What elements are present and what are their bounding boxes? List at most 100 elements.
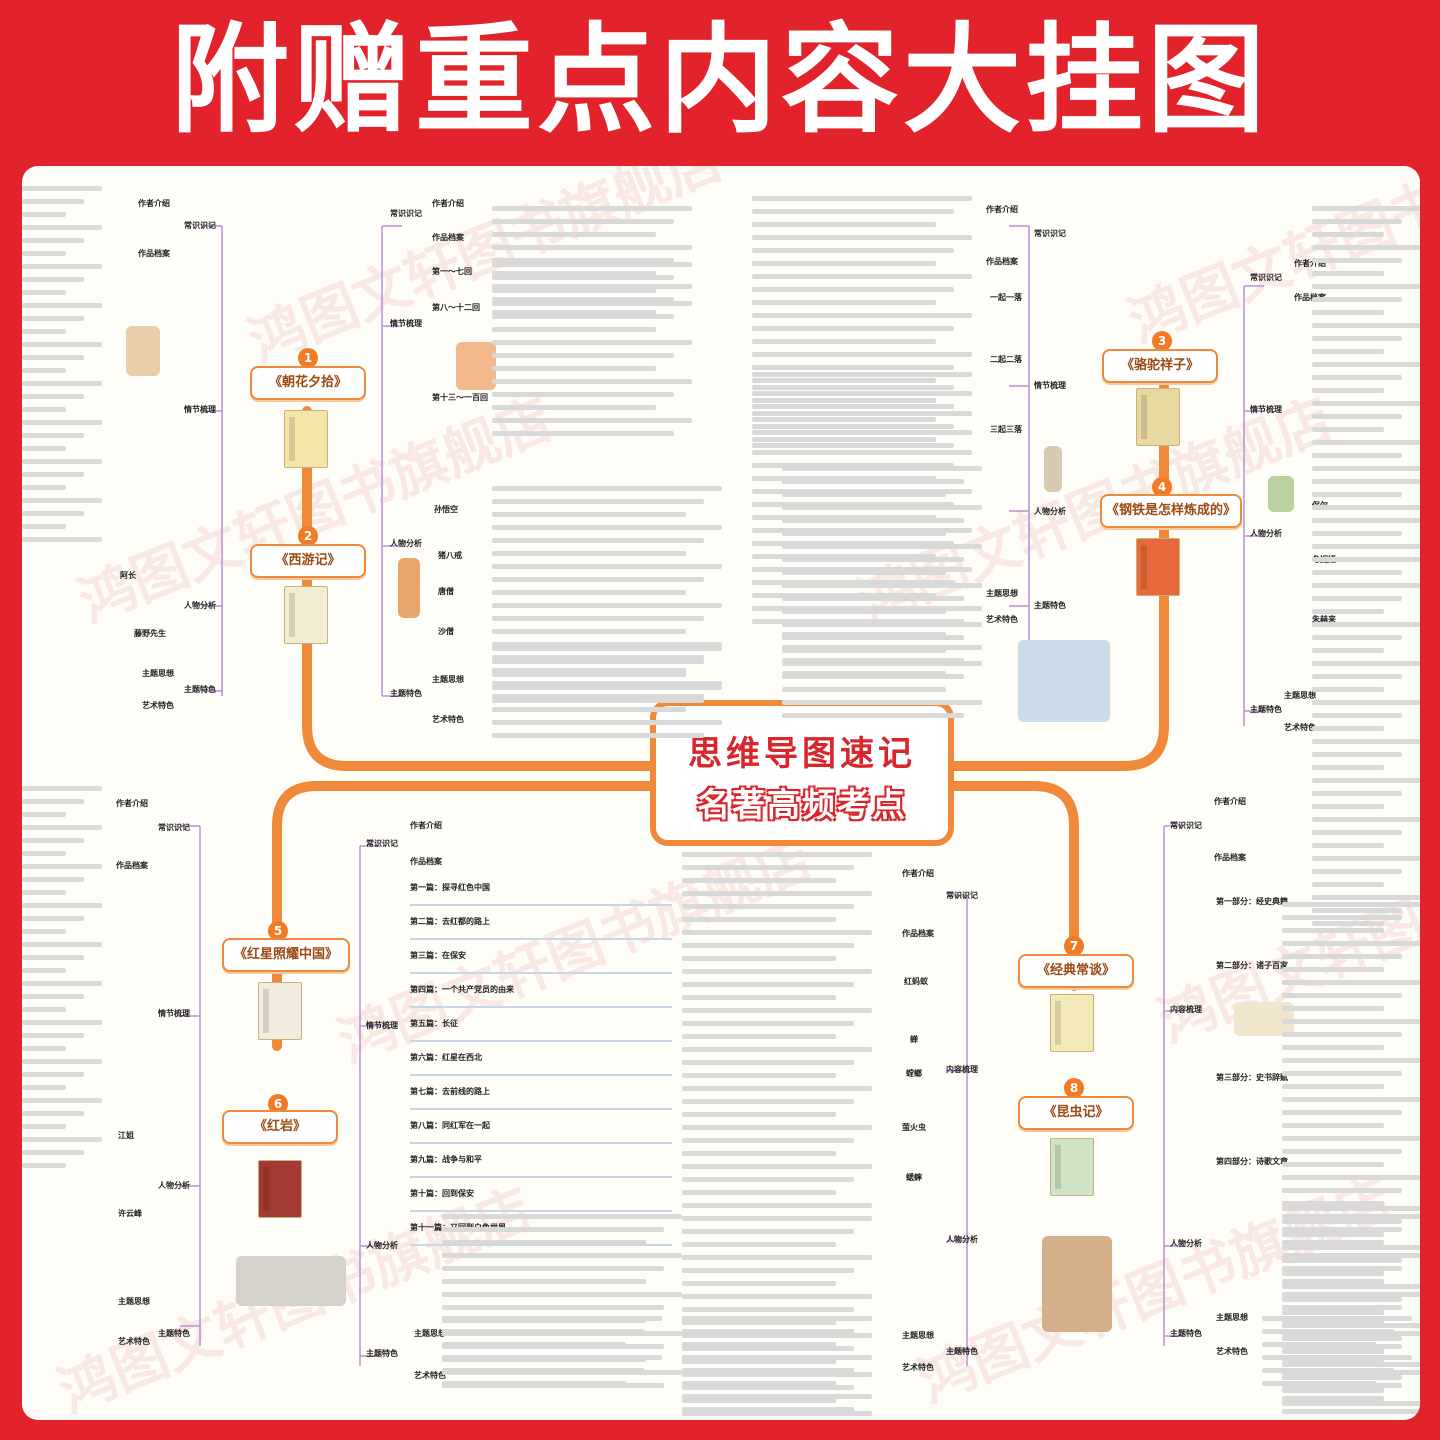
book-number-8: 8: [1064, 1078, 1084, 1098]
book-node-chaohuaxishi[interactable]: 《朝花夕拾》: [250, 366, 366, 400]
book-node-hongyan[interactable]: 《红岩》: [222, 1110, 338, 1144]
branch-label: 常识识记: [366, 839, 398, 848]
text-line: [1312, 687, 1384, 692]
text-line: [752, 411, 972, 416]
branch-label: 作品档案: [1214, 853, 1246, 862]
book-node-hongxing[interactable]: 《红星照耀中国》: [222, 938, 350, 972]
text-line: [1312, 583, 1420, 588]
text-line: [682, 852, 872, 857]
text-line: [782, 505, 982, 510]
content-part: 第三部分：史书辞赋: [1216, 1073, 1288, 1082]
character-name: 藤野先生: [134, 629, 166, 638]
text-line: [1282, 1232, 1384, 1237]
book-number-1: 1: [298, 348, 318, 368]
content-part: 第一部分：经史典籍: [1216, 897, 1288, 906]
text-line: [1312, 284, 1420, 289]
text-line: [1282, 1149, 1402, 1154]
mind-map-poster: 鸿图文轩图书旗舰店 鸿图文轩图书旗舰店 鸿图文轩图书旗舰店 鸿图文轩图书旗舰店 …: [22, 166, 1420, 1420]
text-line: [1282, 1227, 1402, 1232]
text-line: [492, 685, 722, 690]
text-line: [1282, 1045, 1384, 1050]
chapter-divider: [410, 1244, 672, 1246]
plot-stage: 三起三落: [990, 425, 1022, 434]
branch-label: 作者介绍: [432, 199, 464, 208]
text-line: [752, 554, 936, 559]
chapter-divider: [410, 1176, 672, 1178]
text-line: [22, 199, 84, 204]
branch-label: 主题思想: [142, 669, 174, 678]
branch-label: 主题特色: [946, 1347, 978, 1356]
text-line: [782, 619, 964, 624]
text-line: [782, 583, 982, 588]
text-line: [22, 290, 66, 295]
character-name: 许云峰: [118, 1209, 142, 1218]
text-line: [752, 430, 972, 435]
text-line: [492, 486, 722, 491]
branch-label: 人物分析: [184, 601, 216, 610]
book-number-7: 7: [1064, 936, 1084, 956]
text-line: [752, 378, 936, 383]
text-line: [752, 385, 954, 390]
text-line: [22, 485, 66, 490]
branch-label: 作品档案: [902, 929, 934, 938]
text-line: [782, 687, 946, 692]
text-line: [752, 450, 972, 455]
text-line: [1312, 349, 1384, 354]
tree-illustration: [1042, 1236, 1112, 1332]
text-line: [1312, 362, 1420, 367]
text-line: [1282, 1019, 1420, 1024]
text-line: [1312, 258, 1402, 263]
text-line: [22, 864, 102, 869]
text-line: [22, 890, 66, 895]
text-line: [752, 437, 936, 442]
portrait-illustration: [126, 326, 160, 376]
branch-label: 情节梳理: [390, 319, 422, 328]
book-node-kunchongji[interactable]: 《昆虫记》: [1018, 1096, 1134, 1130]
text-line: [1282, 1297, 1402, 1302]
branch-label: 作品档案: [116, 861, 148, 870]
chapter-item: 第十篇：回到保安: [410, 1189, 474, 1198]
text-line: [1282, 1162, 1384, 1167]
branch-label: 作者介绍: [138, 199, 170, 208]
chapter-item: 第三篇：在保安: [410, 951, 466, 960]
text-line: [752, 196, 972, 201]
book-node-jingdianchangtan[interactable]: 《经典常谈》: [1018, 954, 1134, 988]
book-cover-icon: [284, 410, 328, 468]
book-node-xiyouji[interactable]: 《西游记》: [250, 544, 366, 578]
plot-stage: 二起二落: [990, 355, 1022, 364]
branch-label: 人物分析: [158, 1181, 190, 1190]
text-line: [1312, 479, 1402, 484]
text-line: [22, 955, 84, 960]
branch-label: 作品档案: [432, 233, 464, 242]
text-line: [1262, 1316, 1412, 1321]
text-line: [492, 284, 692, 289]
text-line: [1312, 895, 1420, 900]
text-line: [22, 851, 66, 856]
branch-label: 内容梳理: [1170, 1005, 1202, 1014]
text-line: [1282, 980, 1420, 985]
branch-label: 作者介绍: [1214, 797, 1246, 806]
text-line: [442, 1279, 646, 1284]
branch-label: 主题思想: [1284, 691, 1316, 700]
text-line: [492, 366, 656, 371]
text-line: [22, 225, 102, 230]
text-line: [22, 407, 66, 412]
text-line: [492, 603, 722, 608]
text-line: [682, 1034, 836, 1039]
text-line: [752, 404, 954, 409]
text-line: [1282, 1097, 1420, 1102]
text-line: [682, 995, 836, 1000]
book-node-luotuoxiangzi[interactable]: 《骆驼祥子》: [1102, 349, 1218, 383]
text-line: [22, 251, 66, 256]
scene-illustration: [1018, 640, 1110, 722]
text-line: [1282, 954, 1402, 959]
text-line: [22, 981, 102, 986]
text-line: [442, 1266, 664, 1271]
text-line: [682, 969, 872, 974]
text-line: [682, 1242, 836, 1247]
text-line: [1312, 414, 1402, 419]
book-node-gangtie[interactable]: 《钢铁是怎样炼成的》: [1100, 494, 1242, 528]
text-line: [682, 1086, 872, 1091]
text-line: [1312, 375, 1402, 380]
text-line: [1312, 817, 1420, 822]
